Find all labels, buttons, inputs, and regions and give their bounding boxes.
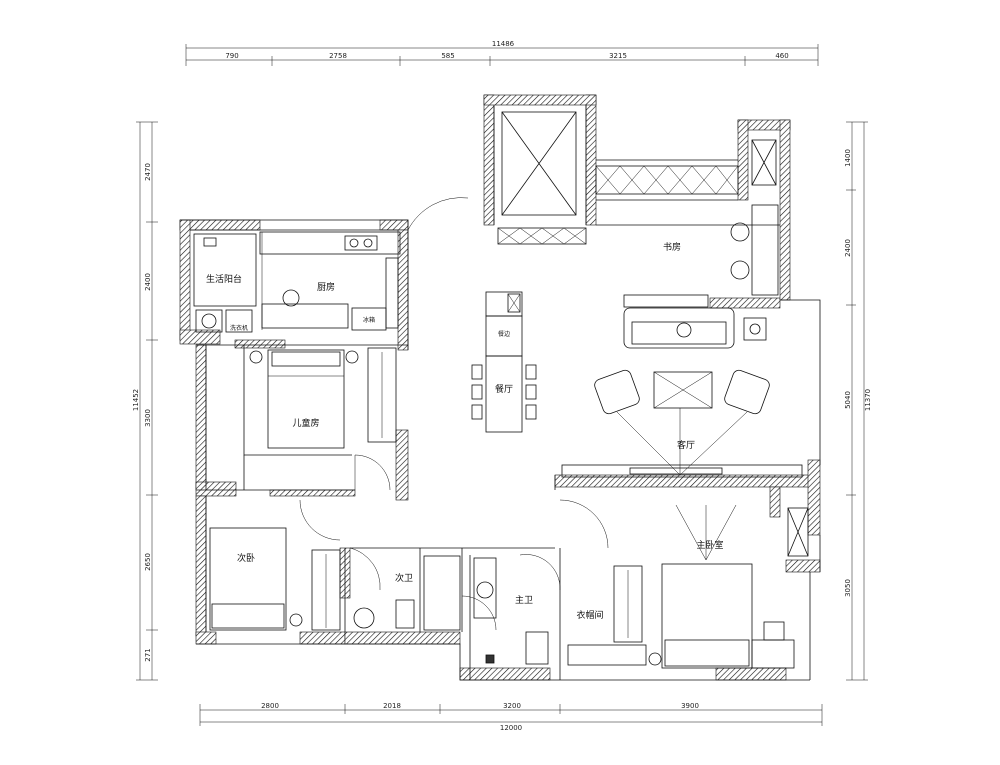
kitchen-counter [259,231,401,331]
room-label-master: 主卧室 [696,539,723,551]
room-label-living: 客厅 [677,439,695,451]
dim-right-seg-2: 2400 [844,239,852,257]
shaft-right [751,139,777,186]
dim-right-total: 11370 [864,389,872,411]
room-label-kitchen: 厨房 [317,281,335,293]
door-swings [299,197,609,631]
dimension-right: 1400 2400 5040 3050 11370 [844,121,872,681]
room-label-dining: 餐厅 [495,383,513,395]
dim-bottom-seg-2: 2018 [383,702,401,710]
bathroom-fixtures [353,555,549,665]
room-label-bathroom-1: 次卫 [395,572,413,584]
dim-bottom-total: 12000 [500,724,522,732]
dimension-top: 11486 790 2758 585 3215 460 [185,40,819,66]
fixture-label-sideboard: 餐边 [498,330,510,338]
dining-table [471,291,537,433]
room-label-utility: 生活阳台 [206,273,242,285]
dim-top-seg-4: 3215 [609,52,627,60]
room-label-kids: 儿童房 [292,417,319,429]
cloakroom-wardrobes [567,565,662,666]
dim-bottom-seg-4: 3900 [681,702,699,710]
dim-top-total: 11486 [492,40,515,48]
dim-left-seg-3: 3300 [144,409,152,427]
dim-left-total: 11452 [132,389,140,411]
room-label-cloakroom: 衣帽间 [576,609,603,621]
utility-balcony [193,233,257,333]
dim-top-seg-3: 585 [441,52,454,60]
dim-right-seg-1: 1400 [844,149,852,167]
room-label-second-bedroom: 次卧 [237,552,255,564]
dim-right-seg-3: 5040 [844,391,852,409]
dim-top-seg-5: 460 [775,52,788,60]
dim-left-seg-4: 2650 [144,553,152,571]
dim-right-seg-4: 3050 [844,579,852,597]
fixture-label-washer: 洗衣机 [230,324,248,332]
living-armchairs [594,369,770,476]
study-desk [730,204,779,296]
shaft-right-lower [787,507,809,557]
kids-bed [249,347,397,449]
tv-cabinet [561,464,803,478]
living-sofa [623,294,767,349]
dim-left-seg-5: 271 [144,648,152,661]
room-label-bathroom-2: 主卫 [515,594,533,606]
dim-bottom-seg-3: 3200 [503,702,521,710]
wall-outlines [180,105,821,681]
dimension-left: 11452 2470 2400 3300 2650 271 [132,121,158,681]
walls [179,94,821,681]
dim-bottom-seg-1: 2800 [261,702,279,710]
fixture-label-fridge: 冰箱 [363,316,375,324]
shaft-top [501,111,577,216]
study-cabinet [595,165,739,195]
dimension-bottom: 2800 2018 3200 3900 12000 [199,702,823,732]
dim-left-seg-2: 2400 [144,273,152,291]
dim-left-seg-1: 2470 [144,163,152,181]
second-bed [209,527,341,631]
room-label-study: 书房 [663,241,681,253]
shaft-bottom-cabinet [497,227,587,245]
dim-top-seg-1: 790 [225,52,238,60]
dim-top-seg-2: 2758 [329,52,347,60]
master-bed [661,504,795,669]
